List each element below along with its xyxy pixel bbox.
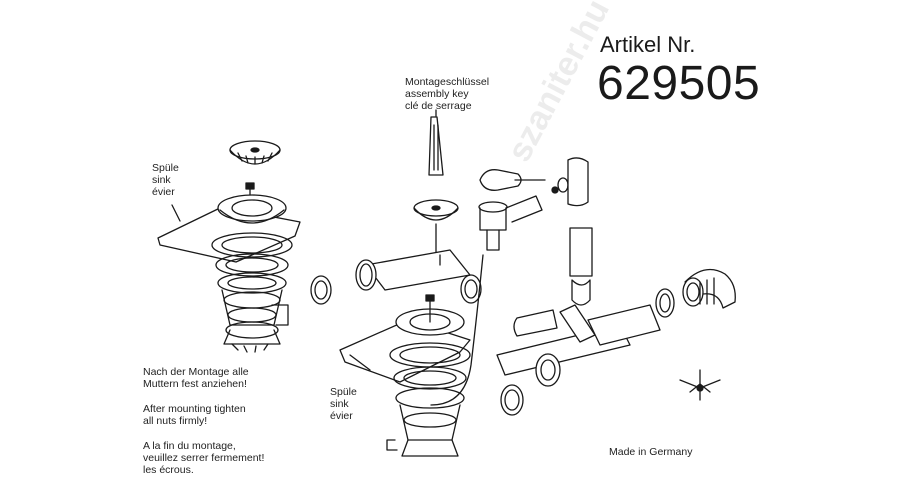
waste-pipe-left: [355, 249, 471, 291]
instruction-en-line: After mounting tighten: [143, 403, 246, 415]
instruction-en: After mounting tighten all nuts firmly!: [143, 403, 246, 427]
key-label-en: assembly key: [405, 88, 469, 100]
made-in-label: Made in Germany: [609, 446, 693, 458]
left-sink-flange: [217, 194, 287, 222]
left-sink-label-de: Spüle: [152, 162, 179, 174]
assembly-key-tool: [428, 116, 444, 176]
instruction-de: Nach der Montage alle Muttern fest anzie…: [143, 366, 249, 390]
left-sink-label-fr: évier: [152, 186, 175, 198]
article-label: Artikel Nr.: [600, 32, 696, 57]
instruction-de-line: Nach der Montage alle: [143, 366, 249, 378]
leader-lines: [171, 204, 371, 371]
overflow-arm: [479, 169, 583, 194]
right-sink-label-fr: évier: [330, 410, 353, 422]
left-sink-label-en: sink: [152, 174, 171, 186]
instruction-fr: A la fin du montage, veuillez serrer fer…: [143, 440, 264, 476]
trap-pipes: [496, 288, 675, 416]
overflow-bend: [567, 157, 593, 306]
wall-bracket-icon: [679, 369, 721, 401]
right-sink-label: Spüle sink évier: [330, 386, 357, 422]
key-label-fr: clé de serrage: [405, 100, 472, 112]
left-drain-assembly: [157, 140, 301, 353]
instruction-en-line: all nuts firmly!: [143, 415, 208, 427]
pop-up-valve: [430, 195, 543, 406]
left-drain-body: [221, 289, 289, 353]
instruction-fr-line: les écrous.: [143, 464, 194, 476]
right-sink-label-de: Spüle: [330, 386, 357, 398]
mid-nut-ring: [460, 274, 482, 304]
key-label-de: Montageschlüssel: [405, 76, 490, 88]
right-sink-label-en: sink: [330, 398, 349, 410]
left-sink-label: Spüle sink évier: [152, 162, 179, 198]
assembly-key-label: Montageschlüssel assembly key clé de ser…: [405, 76, 489, 112]
article-number: 629505: [597, 57, 761, 110]
elbow-connector: [682, 268, 736, 309]
left-nut-ring: [310, 275, 332, 305]
instruction-fr-line: A la fin du montage,: [143, 440, 236, 452]
right-sink-assembly: [339, 294, 471, 457]
instruction-fr-line: veuillez serrer fermement!: [143, 452, 265, 464]
left-strainer-basket: [229, 140, 281, 165]
left-gasket-stack: [211, 232, 293, 294]
overflow-strainer: [413, 199, 459, 257]
instruction-de-line: Muttern fest anziehen!: [143, 378, 247, 390]
